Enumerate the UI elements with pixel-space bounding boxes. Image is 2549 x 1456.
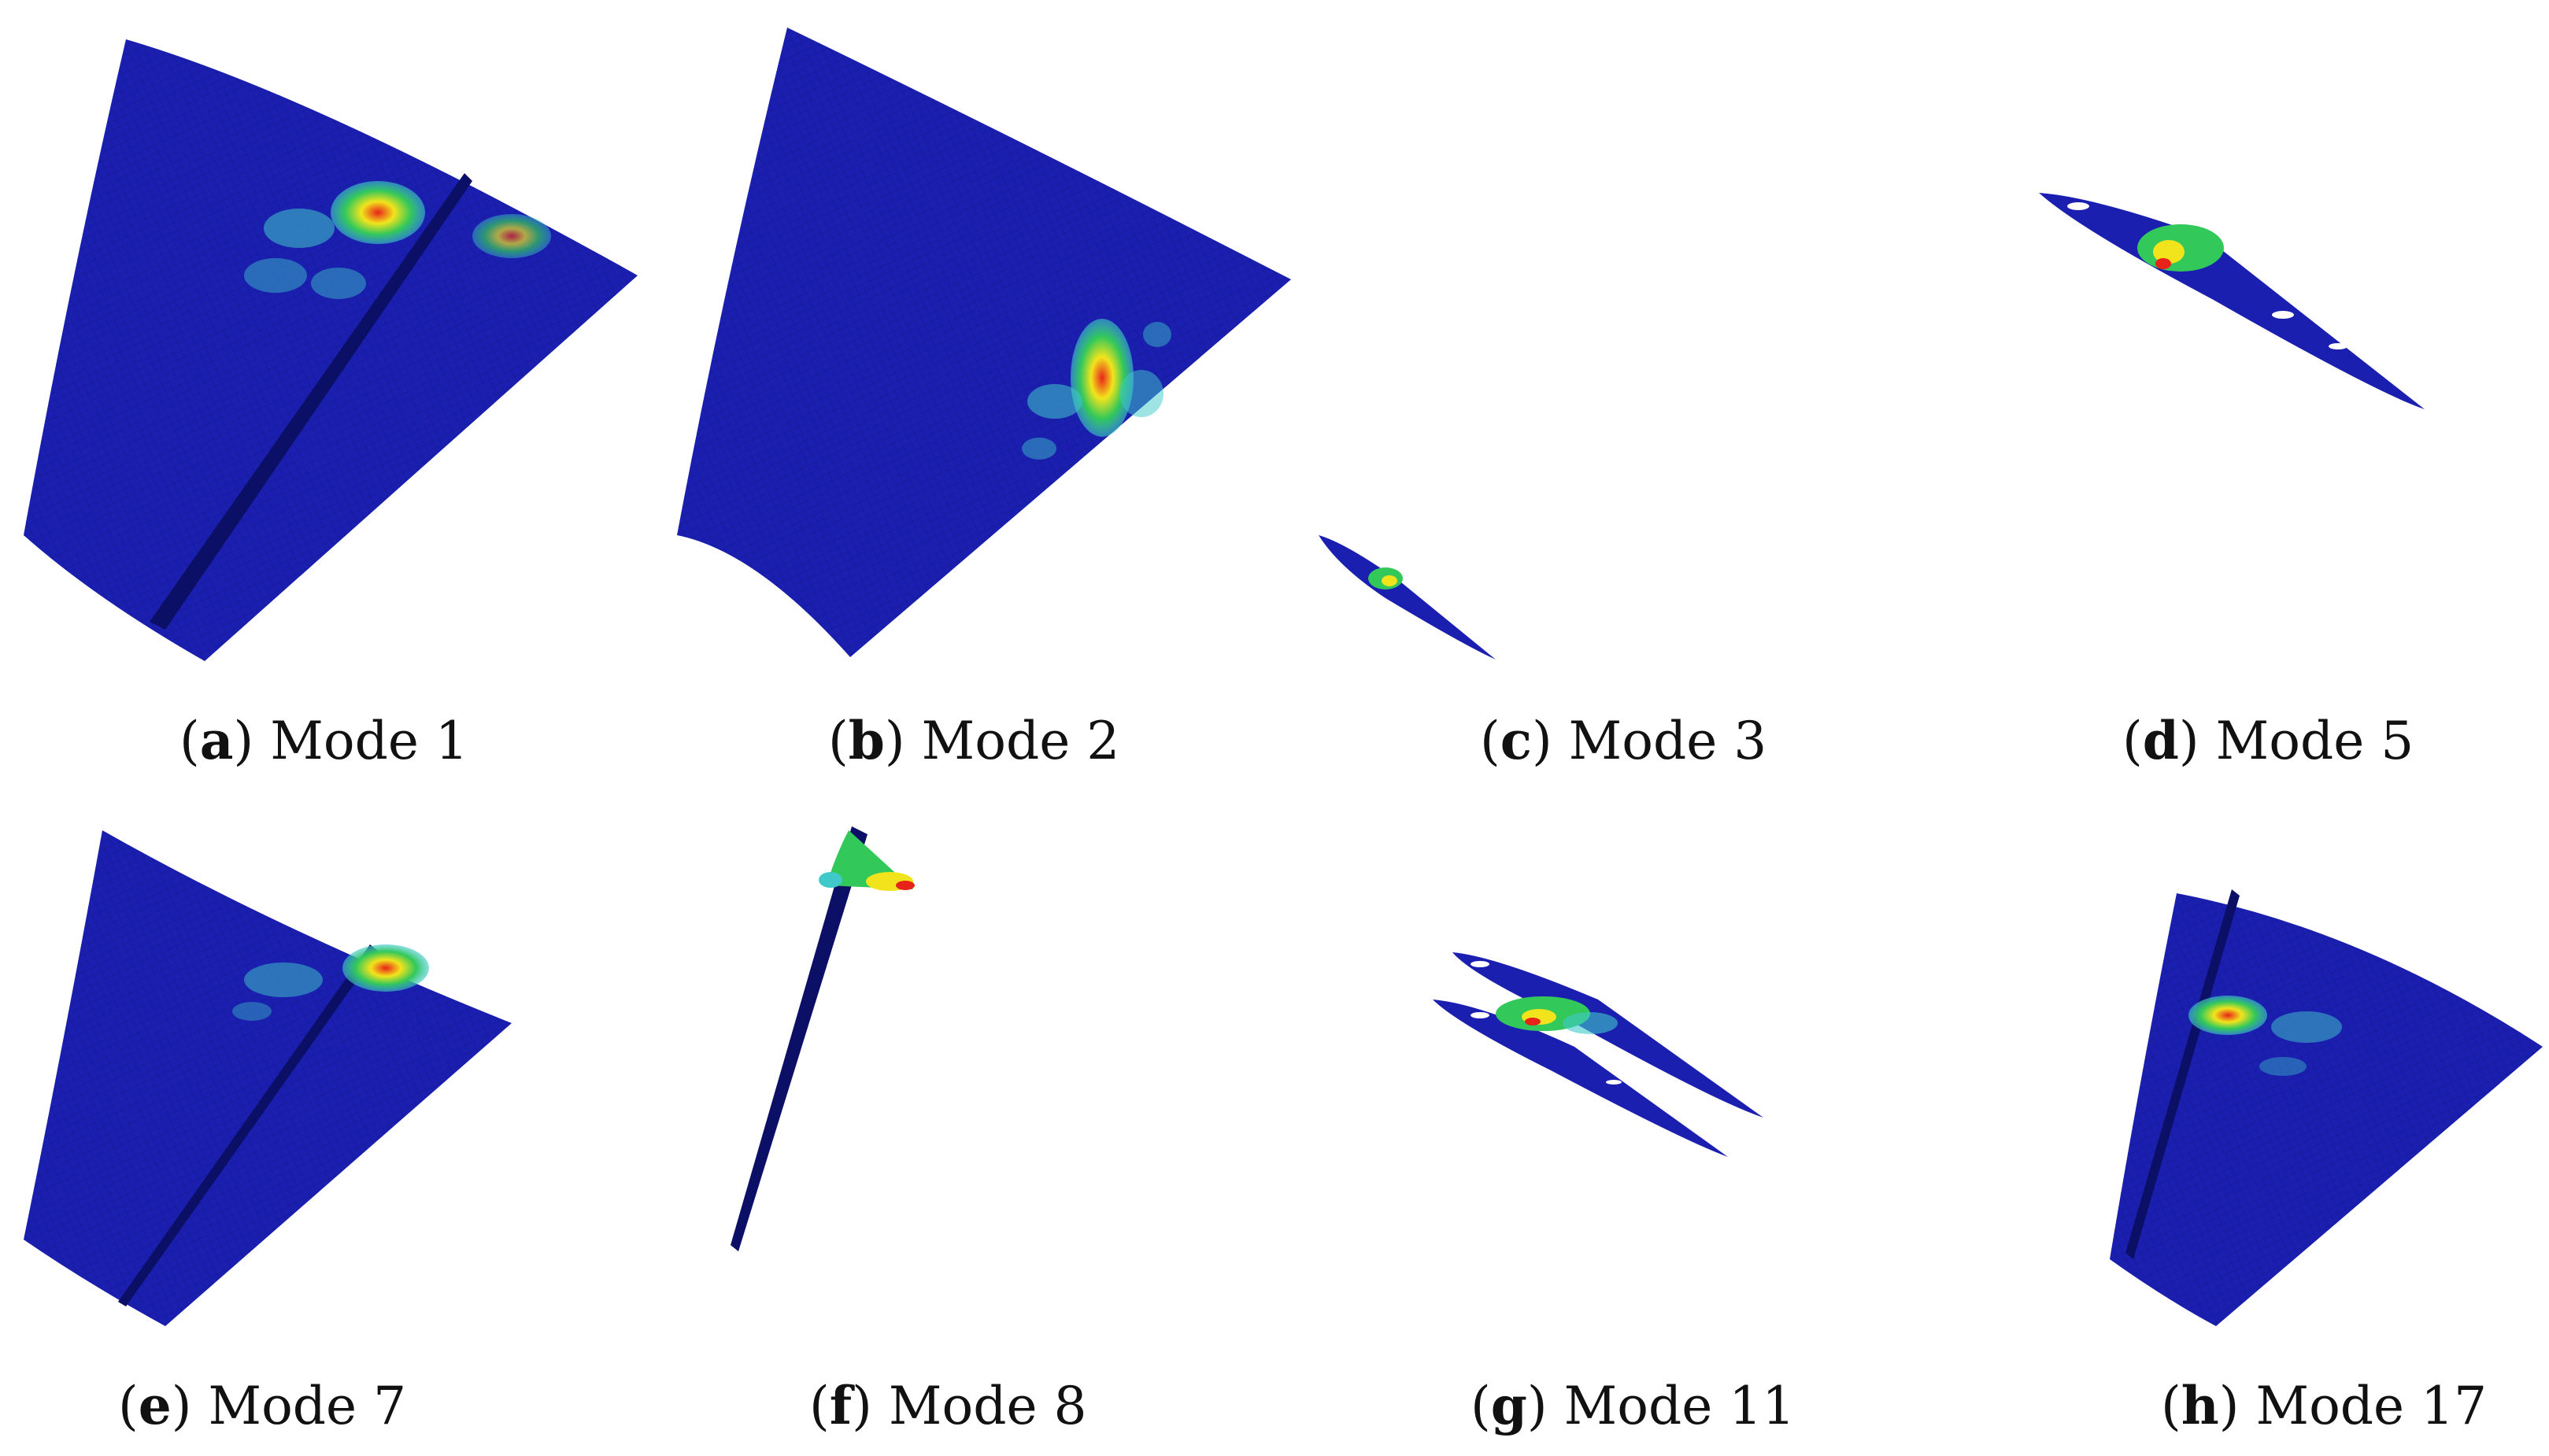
spar-web: [150, 173, 472, 630]
deformation-peak: [331, 181, 425, 244]
airfoil-section-lower: [1433, 1000, 1728, 1157]
mode-1-shape-plot: [24, 39, 638, 661]
deformation-peak: [1071, 319, 1134, 437]
mode-7-shape-plot: [24, 830, 512, 1326]
panel-d-mode-5: (d) Mode 5: [1968, 0, 2549, 787]
mode-3-shape-plot: [1319, 535, 1496, 660]
caption-f: (f) Mode 8: [809, 1375, 1087, 1436]
panel-f-mode-8: (f) Mode 8: [646, 811, 1275, 1456]
spar-web: [2125, 889, 2240, 1259]
caption-c: (c) Mode 3: [1480, 710, 1767, 771]
airfoil-section: [2039, 193, 2425, 409]
caption-g: (g) Mode 11: [1471, 1375, 1796, 1436]
mode-2-shape-plot: [677, 28, 1291, 657]
caption-d: (d) Mode 5: [2122, 710, 2414, 771]
caption-a: (a) Mode 1: [179, 710, 468, 771]
airfoil-section-upper: [1452, 952, 1763, 1118]
caption-b: (b) Mode 2: [828, 710, 1120, 771]
airfoil-section: [1319, 535, 1496, 660]
mode-5-shape-plot: [2039, 193, 2425, 409]
caption-e: (e) Mode 7: [118, 1375, 407, 1436]
mode-17-shape-plot: [2110, 889, 2543, 1326]
deformation-peak: [342, 944, 429, 992]
mode-8-shape-plot: [731, 826, 915, 1251]
panel-c-mode-3: (c) Mode 3: [1260, 0, 1889, 787]
spar-web: [731, 826, 868, 1251]
caption-h: (h) Mode 17: [2161, 1375, 2488, 1436]
deformation-peak: [2188, 996, 2267, 1035]
panel-h-mode-17: (h) Mode 17: [2047, 811, 2549, 1456]
panel-e-mode-7: (e) Mode 7: [0, 811, 646, 1456]
panel-g-mode-11: (g) Mode 11: [1275, 811, 1984, 1456]
panel-a-mode-1: (a) Mode 1: [0, 0, 646, 767]
panel-b-mode-2: (b) Mode 2: [0, 0, 1338, 767]
mode-11-shape-plot: [1433, 952, 1763, 1157]
spar-web: [118, 944, 378, 1306]
